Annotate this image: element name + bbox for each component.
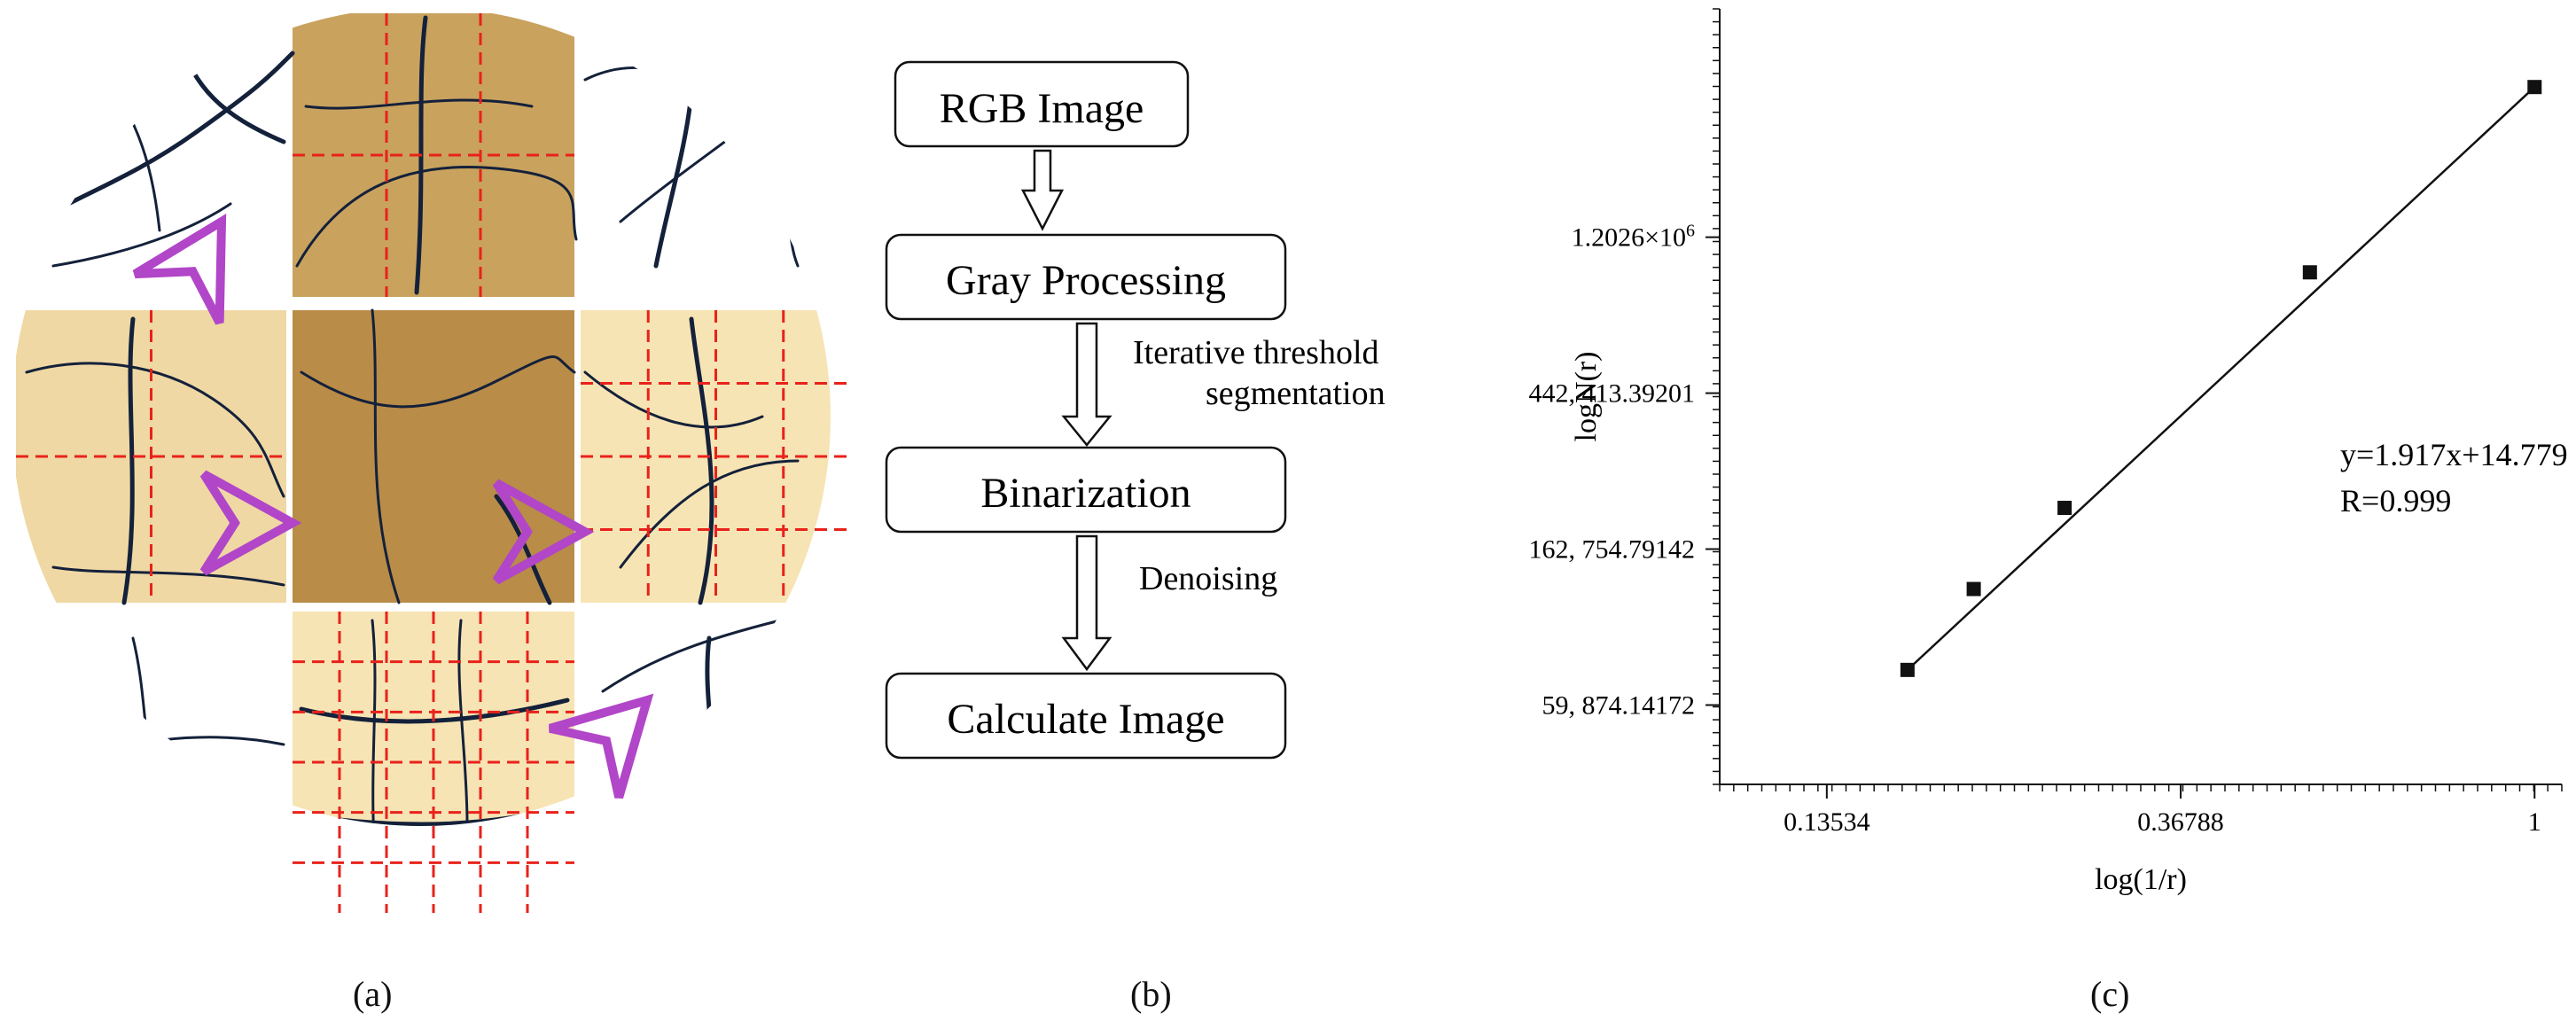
crack-line: [51, 202, 232, 268]
y-tick-label: 442, 413.39201: [1529, 379, 1696, 409]
binarized-tile-bottom-left: [18, 612, 284, 826]
binarized-tile-top-right: [585, 9, 831, 301]
crack-line: [25, 362, 285, 498]
step-box-calculate-image: [885, 672, 1287, 760]
binarized-tile-top-left: [18, 9, 284, 301]
crack-line: [457, 619, 469, 826]
crack-line: [33, 51, 295, 224]
crack-line: [371, 308, 401, 604]
edge-label-threshold-line1: Iterative threshold: [1133, 334, 1379, 371]
processing-flowchart: RGB Image Gray Processing Binarization C…: [885, 60, 1387, 760]
data-point: [1966, 581, 1981, 596]
flow-arrow-1: [1020, 149, 1065, 231]
y-tick-label: 59, 874.14172: [1542, 690, 1696, 720]
step-label-binarization: Binarization: [980, 470, 1190, 517]
hollow-arrowhead-icons: [132, 214, 654, 799]
crack-line: [300, 355, 576, 409]
data-point: [2057, 501, 2073, 516]
step-label-rgb-image: RGB Image: [940, 85, 1144, 132]
y-tick-exponent: 6: [1686, 222, 1695, 241]
x-tick-label: 1: [2528, 807, 2541, 837]
x-tick-label: 0.36788: [2137, 807, 2224, 837]
fit-line: [1906, 86, 2536, 671]
hollow-arrowhead-icon: [549, 693, 654, 799]
crack-line: [51, 565, 285, 587]
flow-arrow-2: [1061, 322, 1112, 447]
caption-a: (a): [353, 974, 393, 1014]
x-axis-label: log(1/r): [2095, 863, 2187, 896]
hollow-arrowhead-icon: [199, 470, 302, 576]
step-box-rgb-image: [894, 60, 1190, 148]
loglog-scatter-chart: 0.13534 0.36788 1 59, 874.14172 162, 754.791…: [1529, 8, 2568, 896]
y-tick-label: 162, 754.79142: [1529, 535, 1696, 565]
flow-arrow-3: [1061, 534, 1112, 672]
chart-ticks: 0.13534 0.36788 1 59, 874.14172 162, 754.791…: [1529, 8, 2563, 837]
crack-line: [494, 494, 552, 605]
y-axis-label: logN(r): [1570, 352, 1603, 442]
crack-line: [601, 619, 782, 693]
hollow-arrowhead-icon: [132, 214, 227, 325]
crack-line: [121, 316, 136, 605]
crack-line: [583, 370, 764, 429]
fit-r-label: R=0.999: [2340, 483, 2451, 518]
crack-line: [619, 459, 800, 569]
caption-b: (b): [1130, 974, 1172, 1014]
step-label-calculate-image: Calculate Image: [947, 696, 1224, 743]
crack-line: [414, 15, 428, 295]
step-label-gray-processing: Gray Processing: [946, 257, 1226, 304]
step-box-binarization: [885, 446, 1287, 534]
edge-label-threshold-line2: segmentation: [1206, 375, 1386, 412]
step-box-gray-processing: [885, 233, 1287, 321]
crack-line: [689, 316, 714, 605]
caption-c: (c): [2090, 974, 2130, 1014]
crack-line: [304, 98, 534, 110]
y-tick-label: 1.2026×106: [1572, 222, 1695, 253]
crack-line: [295, 166, 578, 268]
panel-a-crack-images: (a): [0, 0, 851, 1014]
panel-b-flowchart: RGB Image Gray Processing Binarization C…: [851, 0, 1489, 1014]
crack-network: [25, 15, 800, 826]
edge-label-threshold: Iterative threshold segmentation: [1133, 334, 1387, 412]
chart-series: [1900, 80, 2542, 677]
edge-label-denoising: Denoising: [1139, 560, 1277, 597]
panel-c-fractal-plot: 0.13534 0.36788 1 59, 874.14172 162, 754.791…: [1489, 0, 2576, 1014]
data-point: [1900, 662, 1915, 677]
data-point: [2302, 265, 2317, 280]
crack-tile-mosaic: [16, 9, 851, 913]
fit-equation-label: y=1.917x+14.779: [2340, 437, 2568, 472]
data-point: [2527, 80, 2542, 95]
x-tick-label: 0.13534: [1784, 807, 1870, 837]
crack-line: [371, 619, 383, 826]
chart-axes: [1719, 9, 2562, 785]
hollow-arrowhead-icon: [492, 479, 595, 585]
red-dashed-grid: [16, 13, 851, 913]
